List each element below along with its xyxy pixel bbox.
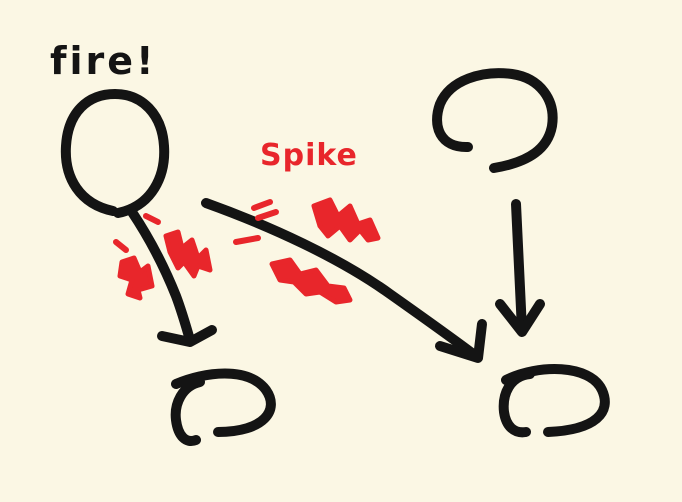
arrowhead-top-right [495,299,545,337]
motion-line-left-2 [143,213,161,225]
neuron-firing [60,89,170,218]
axon-top-right-to-bottom-right [511,199,527,335]
neuron-top-right [432,68,558,173]
axon-to-bottom-right [201,198,481,361]
spike-bolt-left-upper [163,229,213,279]
spike-marks-left [113,213,213,301]
spike-label: Spike [260,138,358,173]
motion-line-right-2 [255,209,279,221]
neuron-bottom-right [498,364,610,438]
motion-line-right-1 [251,199,273,211]
arrowhead-bottom-right [435,319,487,363]
spike-marks-right [233,197,381,305]
spike-bolt-right-upper [311,197,381,243]
axon-to-bottom-left [127,207,195,345]
spike-bolt-right-lower [269,257,353,305]
arrowhead-bottom-left [157,325,217,347]
motion-line-left-1 [113,239,129,253]
fire-label: fire! [50,39,156,83]
neuron-bottom-left [170,368,276,446]
spike-bolt-left-lower [117,255,155,301]
motion-line-right-3 [233,235,261,245]
